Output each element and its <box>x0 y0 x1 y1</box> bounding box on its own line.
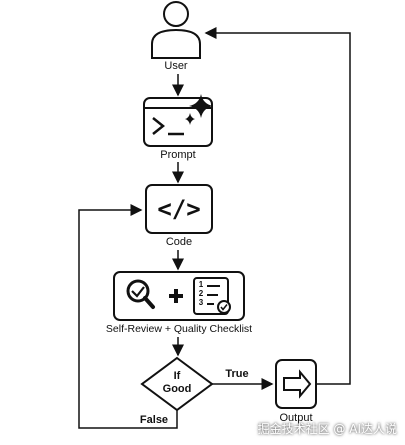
self-review-box <box>113 271 245 321</box>
sparkle-icon <box>185 94 213 125</box>
arrow-right-icon <box>283 369 312 399</box>
checklist-icon <box>193 277 231 315</box>
user-icon <box>151 1 201 59</box>
node-label-output: Output <box>279 412 313 424</box>
output-box <box>275 359 317 409</box>
checklist-number-3: 3 <box>198 298 204 307</box>
node-label-self-review: Self-Review + Quality Checklist <box>105 323 253 335</box>
edge-output-user <box>204 27 351 385</box>
edge-label-false: False <box>139 414 169 426</box>
edges <box>78 27 351 429</box>
code-glyph: </> <box>157 195 201 223</box>
node-label-user: User <box>164 60 188 72</box>
checklist-number-2: 2 <box>198 289 204 298</box>
edge-label-true: True <box>225 368 249 380</box>
plus-icon <box>169 289 183 303</box>
node-label-decision: If Good <box>162 370 192 395</box>
magnifier-check-icon <box>126 279 155 309</box>
node-label-code: Code <box>165 236 193 248</box>
prompt-box <box>143 94 213 147</box>
terminal-icon <box>152 117 184 136</box>
watermark: 掘金技术社区 @ AI达人说 <box>257 422 397 436</box>
node-label-prompt: Prompt <box>160 149 196 161</box>
checklist-number-1: 1 <box>198 280 204 289</box>
code-box <box>145 184 213 234</box>
edge-false-loop <box>78 204 178 429</box>
